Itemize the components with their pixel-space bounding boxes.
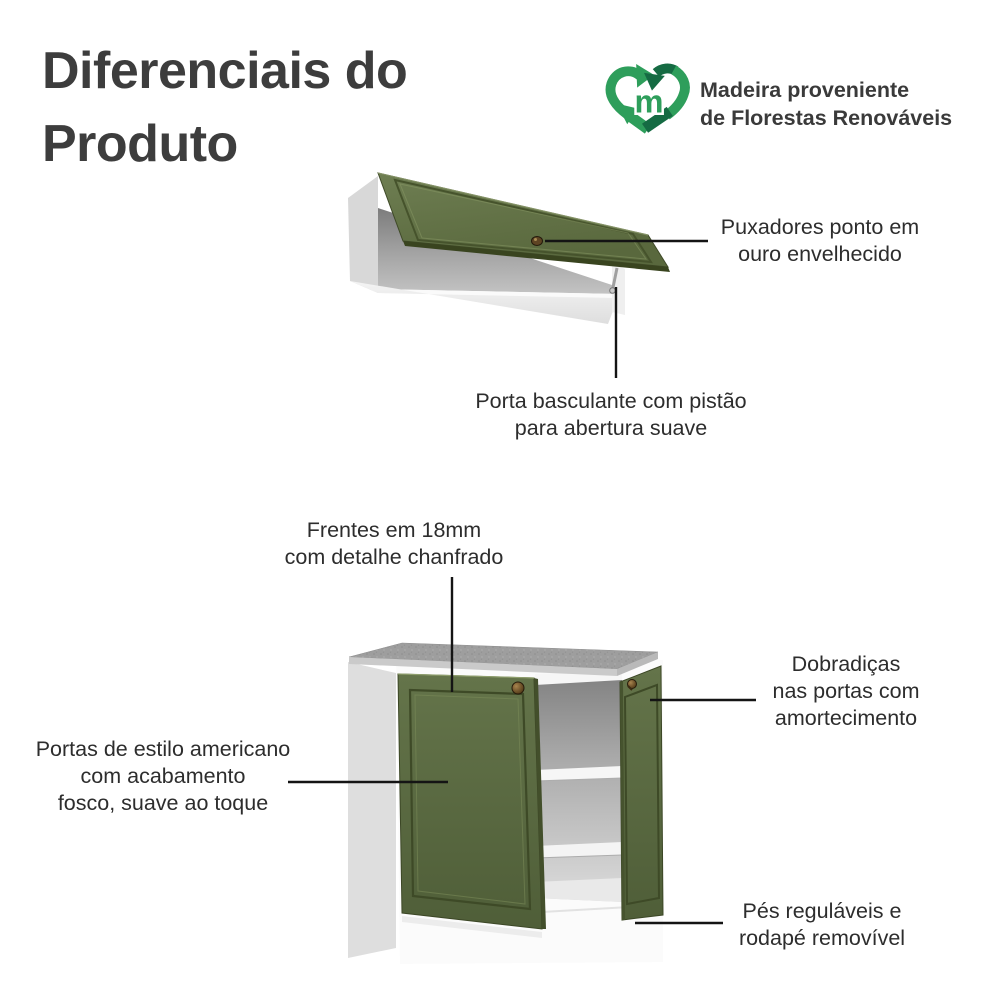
eco-badge-text: Madeira proveniente de Florestas Renováv… [700,76,952,132]
callout-fronts: Frentes em 18mm com detalhe chanfrado [284,518,504,569]
callout-feet: Pés reguláveis e rodapé removível [738,899,906,950]
wall-cabinet-left-side [348,176,378,293]
door-knob [531,236,543,246]
recycle-heart-icon: m [605,63,690,134]
base-cabinet-left-side [348,662,396,958]
shelf [535,842,622,858]
shelf [535,766,622,781]
callout-flip-door: Porta basculante com pistão para abertur… [475,389,747,440]
logo-letter: m [635,82,664,119]
piston [611,267,619,291]
page-title-line1: Diferenciais do [42,42,408,100]
flip-door [377,172,670,272]
door-knob [627,679,637,689]
callout-hinges: Dobradiças nas portas com amortecimento [772,652,920,730]
base-cabinet-illustration [348,642,664,964]
base-cabinet-interior [534,669,623,902]
callout-doors: Portas de estilo americano com acabament… [35,737,291,815]
left-door [397,673,546,930]
eco-badge-line1: Madeira proveniente [700,78,910,102]
right-door [619,665,664,921]
wall-cabinet-underside [350,281,618,324]
eco-badge-line2: de Florestas Renováveis [700,106,953,130]
page-title: Diferenciais do Produto [42,35,408,181]
page-title-line2: Produto [42,115,238,173]
callout-handles: Puxadores ponto em ouro envelhecido [720,215,920,266]
wall-cabinet-illustration [348,172,670,324]
door-knob [511,681,525,695]
eco-badge: m Madeira proveniente de Florestas Renov… [604,61,984,151]
countertop [348,642,659,676]
